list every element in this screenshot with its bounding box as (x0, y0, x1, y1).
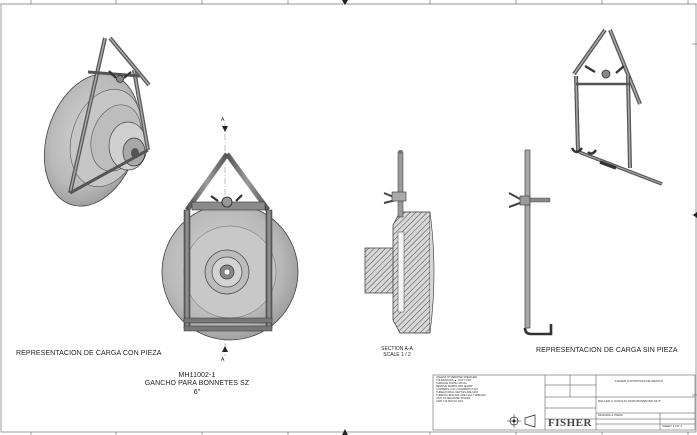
note-line: CORNERS, 0.03 CHAMFERS 0.016 (436, 388, 478, 391)
general-notes: UNLESS OTHERWISE SPECIFIED TOLERANCES ▲ … (436, 376, 486, 403)
section-marker-bottom: A (221, 357, 225, 363)
centering-mark-bottom (342, 429, 348, 435)
section-view-a-a (364, 150, 435, 334)
part-number: MH11002-1 (178, 372, 216, 379)
isometric-view-unloaded (570, 28, 663, 186)
section-title: SECTION A-A (381, 346, 413, 352)
note-line: UNIT OF MEASURE INCHES (436, 397, 471, 400)
note-line: ANSI Y14.5M-ISO 1101 (436, 400, 464, 403)
unloaded-view-caption: REPRESENTACION DE CARGA SIN PIEZA (536, 347, 678, 354)
part-name: GANCHO PARA BONNETES SZ (144, 380, 250, 387)
drawing-title: ROLLED C GANCHO PARA BONNETES SZ 6" (598, 399, 662, 403)
section-marker-top: A (221, 117, 225, 123)
fisher-logo: FISHER (548, 417, 592, 429)
note-line: THREAD DRILL DEPTHS ARE MAX (436, 391, 479, 394)
sheet-border (0, 3, 697, 433)
projection-symbol (507, 414, 536, 428)
sheet-number: SHEET 1 OF 1 (662, 424, 682, 428)
isometric-view-loaded (43, 36, 151, 207)
front-view-loaded (161, 123, 299, 356)
centering-mark-top (342, 0, 348, 5)
part-size: 6" (193, 389, 201, 396)
company-name: FISHER CONTROLES DE MEXICO (615, 379, 664, 383)
section-scale: SCALE 1 / 2 (383, 352, 411, 358)
note-line: UNLESS OTHERWISE SPECIFIED (436, 376, 478, 379)
title-block (432, 374, 696, 431)
centering-mark-right (693, 212, 697, 218)
note-line: REMOVE BURRS AND SHARP (436, 385, 473, 388)
loaded-view-caption: REPRESENTACION DE CARGA CON PIEZA (16, 350, 162, 357)
note-line: SURFACE FINISH 125 Ra (436, 382, 467, 385)
note-line: TOLERANCES ▲ .XXX ±.010" (436, 379, 472, 382)
side-view-unloaded (508, 149, 553, 336)
drawing-number: MH11002-1 PIEZA (598, 413, 623, 417)
note-line: THREAD LENGTHS ARE FULL THREADS (436, 394, 486, 397)
